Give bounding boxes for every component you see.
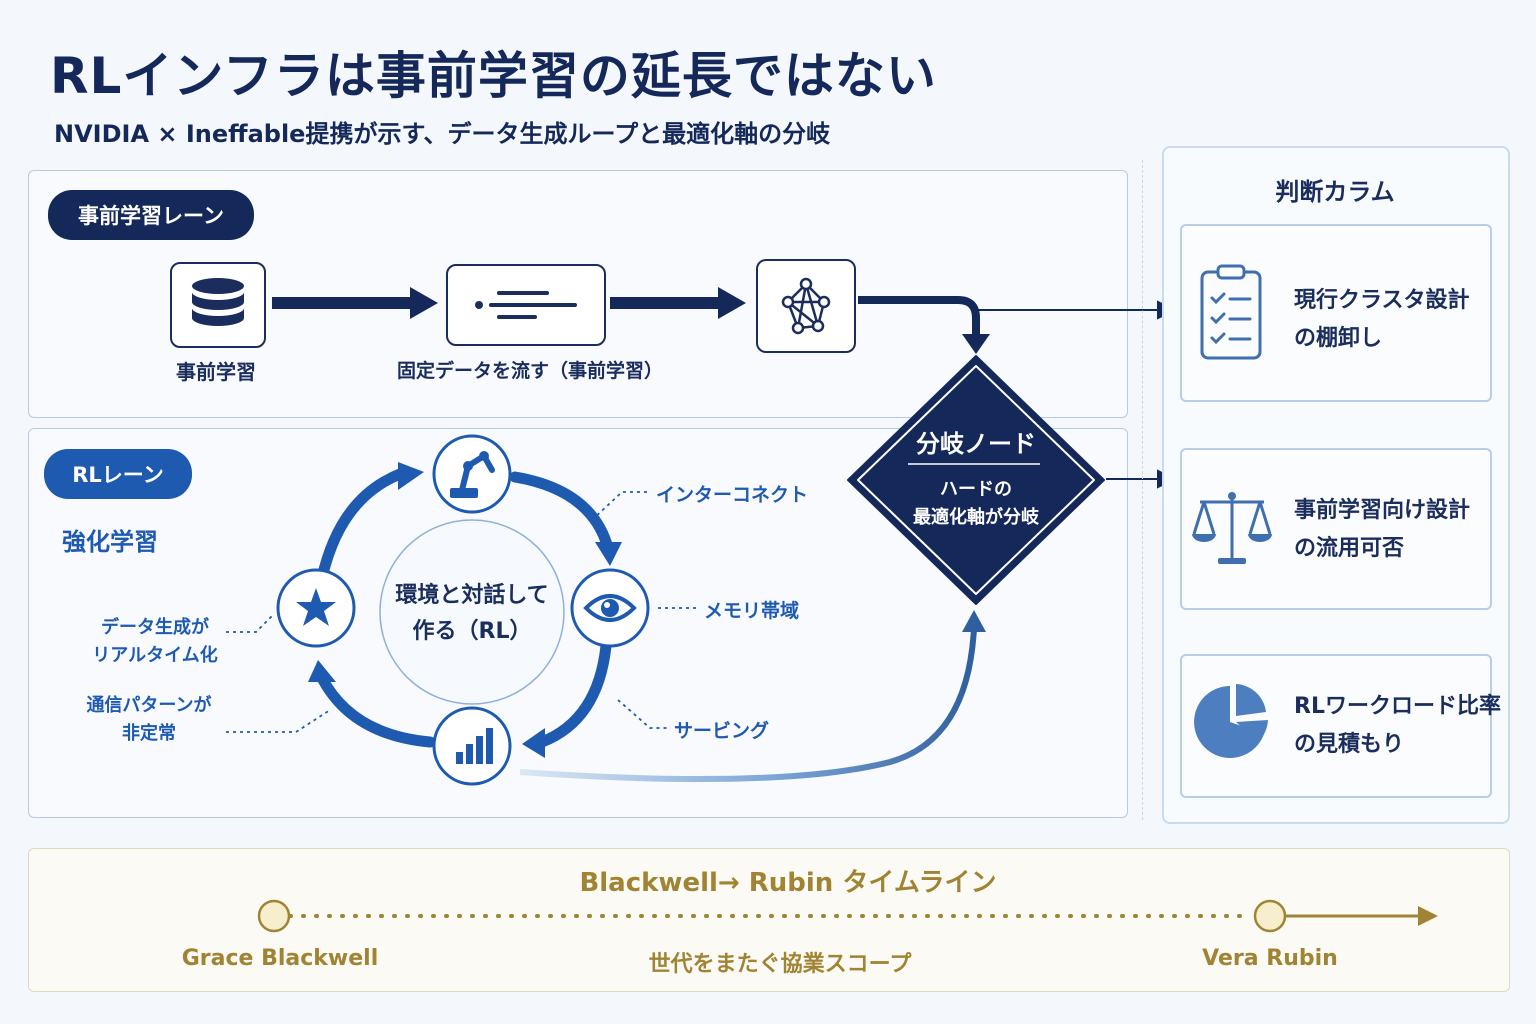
judgment-card-2-text: 事前学習向け設計 の流用可否 xyxy=(1294,492,1470,568)
timeline-start-dot xyxy=(257,899,291,933)
card-2-line-1: 事前学習向け設計 xyxy=(1294,498,1471,523)
database-icon xyxy=(192,278,244,326)
card-3-line-1: RLワークロード比率 xyxy=(1294,694,1501,719)
timeline-title: Blackwell→ Rubin タイムライン xyxy=(579,868,997,898)
pretraining-step-3 xyxy=(756,259,856,353)
annotation-data-generation: データ生成が リアルタイム化 xyxy=(80,614,230,670)
timeline-end-label: Vera Rubin xyxy=(1202,946,1338,971)
comm-line-1: 通信パターンが xyxy=(86,695,212,716)
rl-lane-badge: RLレーン xyxy=(44,449,192,499)
clipboard-checklist-icon xyxy=(1200,264,1262,360)
annotation-serving: サービング xyxy=(674,720,770,742)
timeline-start-label: Grace Blackwell xyxy=(181,946,379,971)
page-subtitle: NVIDIA × Ineffable提携が示す、データ生成ループと最適化軸の分岐 xyxy=(54,120,831,148)
page-title: RLインフラは事前学習の延長ではない xyxy=(50,47,937,105)
eye-icon xyxy=(583,594,637,622)
card-1-line-1: 現行クラスタ設計 xyxy=(1294,288,1470,313)
pretraining-step-2 xyxy=(446,264,606,346)
data-gen-line-2: リアルタイム化 xyxy=(92,645,218,666)
timeline-end-dot xyxy=(1253,899,1287,933)
judgment-column-title: 判断カラム xyxy=(1275,178,1395,206)
comm-line-2: 非定常 xyxy=(122,723,176,744)
annotation-communication: 通信パターンが 非定常 xyxy=(74,692,224,748)
star-icon xyxy=(296,588,336,626)
timeline-middle-label: 世代をまたぐ協業スコープ xyxy=(648,952,912,977)
judgment-card-1-text: 現行クラスタ設計 の棚卸し xyxy=(1294,282,1470,358)
cycle-center-line-2: 作る（RL） xyxy=(412,619,532,644)
card-1-line-2: の棚卸し xyxy=(1294,326,1383,351)
rl-cycle-center-text: 環境と対話して 作る（RL） xyxy=(380,578,564,650)
branch-node-body: ハードの 最適化軸が分岐 xyxy=(886,476,1066,532)
column-separator xyxy=(1142,160,1143,820)
bar-chart-icon xyxy=(456,728,493,764)
judgment-card-1 xyxy=(1180,224,1492,402)
pretraining-step-2-label: 固定データを流す（事前学習） xyxy=(396,360,663,382)
branch-body-line-2: 最適化軸が分岐 xyxy=(913,507,1039,528)
card-3-line-2: の見積もり xyxy=(1294,732,1405,757)
pretraining-lane-badge: 事前学習レーン xyxy=(48,190,254,240)
pretraining-step-1 xyxy=(170,262,266,348)
neural-network-icon xyxy=(781,277,831,335)
annotation-interconnect: インターコネクト xyxy=(656,484,809,506)
pretraining-step-1-label: 事前学習 xyxy=(176,360,256,384)
pie-chart-icon xyxy=(1194,684,1268,758)
annotation-memory-bandwidth: メモリ帯域 xyxy=(704,600,800,622)
cycle-center-line-1: 環境と対話して xyxy=(395,583,549,608)
data-stream-icon xyxy=(475,291,577,319)
data-gen-line-1: データ生成が xyxy=(101,617,209,638)
scales-icon xyxy=(1192,492,1272,564)
judgment-card-3-text: RLワークロード比率 の見積もり xyxy=(1294,688,1501,764)
card-2-line-2: の流用可否 xyxy=(1294,536,1405,561)
rl-lane-heading: 強化学習 xyxy=(62,528,158,556)
branch-body-line-1: ハードの xyxy=(940,479,1012,500)
branch-node-title: 分岐ノード xyxy=(916,430,1036,458)
